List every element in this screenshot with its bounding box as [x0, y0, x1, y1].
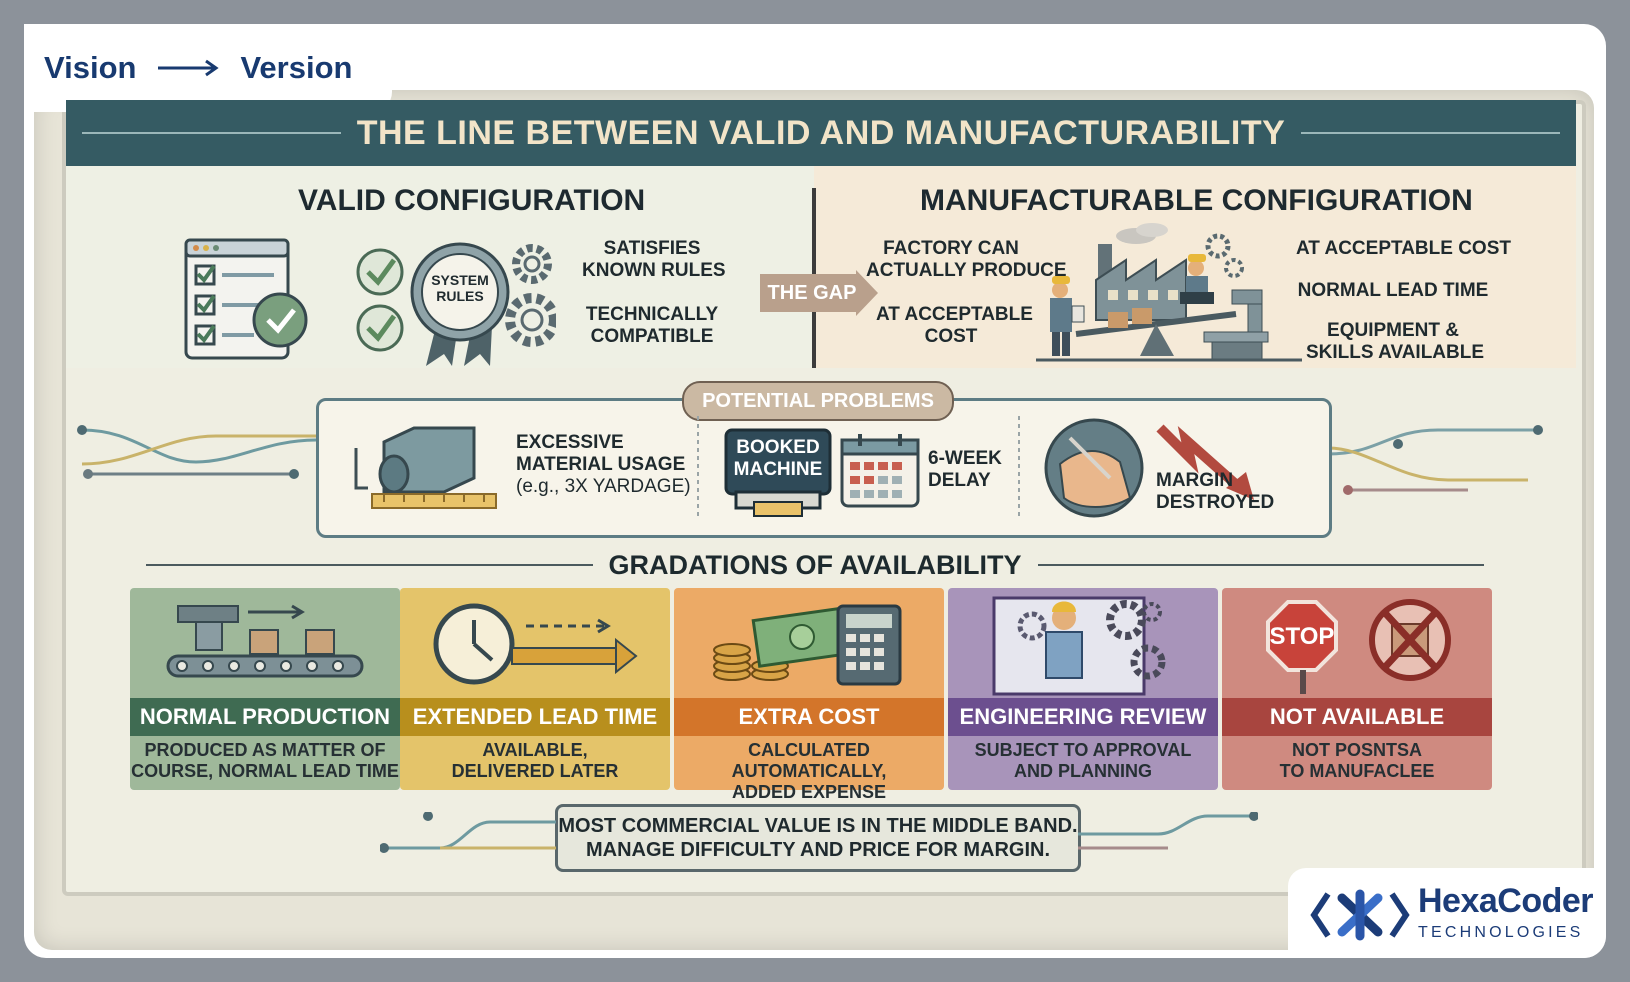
- booked-machine-sign: BOOKED MACHINE: [730, 437, 826, 481]
- company-logo: HexaCoder TECHNOLOGIES: [1288, 868, 1606, 958]
- gradation-desc-line-1: SUBJECT TO APPROVAL: [974, 740, 1192, 760]
- money-calculator-icon: [713, 604, 902, 686]
- valid-heading: VALID CONFIGURATION: [298, 184, 646, 217]
- valid-point-1-line-2: KNOWN RULES: [582, 260, 726, 281]
- problem-1-line-2: MATERIAL USAGE: [516, 454, 686, 475]
- tab-right-label: Version: [240, 50, 353, 85]
- booked-machine-icon: [724, 428, 832, 517]
- mfg-right-point-3-line-2: SKILLS AVAILABLE: [1306, 342, 1485, 363]
- gradation-card-title: NOT AVAILABLE: [1222, 698, 1492, 736]
- gradation-desc-line-1: PRODUCED AS MATTER OF: [144, 740, 386, 760]
- gradation-card-desc: AVAILABLE,DELIVERED LATER: [400, 740, 670, 782]
- gradation-desc-line-2: AND PLANNING: [1014, 761, 1152, 781]
- gradation-desc-line-1: AVAILABLE,: [482, 740, 588, 760]
- valid-point-2-line-1: TECHNICALLY: [585, 304, 719, 325]
- page-title: THE LINE BETWEEN VALID AND MANUFACTURABI…: [356, 113, 1286, 152]
- problem-margin: MARGIN DESTROYED: [1156, 470, 1274, 514]
- gradation-card: EXTRA COST CALCULATED AUTOMATICALLY,ADDED…: [674, 588, 944, 802]
- gradation-card: EXTENDED LEAD TIME AVAILABLE,DELIVERED LA…: [400, 588, 670, 790]
- mfg-right-point-1: AT ACCEPTABLE COST: [1296, 238, 1511, 259]
- engineer-blueprint-icon: [992, 596, 1166, 696]
- separator-1: [697, 416, 699, 516]
- gradation-card-title: ENGINEERING REVIEW: [948, 698, 1218, 736]
- gradation-desc-line-2: DELIVERED LATER: [451, 761, 619, 781]
- problem-3-line-2: DESTROYED: [1156, 492, 1275, 513]
- margin-destroyed-icon: [1044, 418, 1254, 518]
- gradation-desc-line-2: ADDED EXPENSE: [731, 782, 887, 802]
- stop-sign-icon: STOP: [1266, 599, 1451, 694]
- seal-line-1: SYSTEM: [431, 272, 489, 288]
- fabric-roll-icon: [354, 426, 497, 509]
- seal-label: SYSTEM RULES: [418, 272, 502, 304]
- logo-subtitle: TECHNOLOGIES: [1418, 924, 1584, 941]
- problem-1-line-3: (e.g., 3X YARDAGE): [516, 476, 691, 497]
- gap-label: THE GAP: [767, 281, 857, 304]
- mfg-left-point-1-line-1: FACTORY CAN: [883, 238, 1019, 259]
- gradation-card-desc: CALCULATED AUTOMATICALLY,ADDED EXPENSE: [674, 740, 944, 803]
- clock-arrow-icon: [433, 603, 638, 685]
- gradation-desc-line-2: TO MANUFACLEE: [1279, 761, 1435, 781]
- gradation-desc-line-1: NOT POSNTSA: [1291, 740, 1422, 760]
- gradations-title: GRADATIONS OF AVAILABILITY: [608, 549, 1022, 580]
- booked-machine-line-1: BOOKED: [736, 437, 820, 458]
- logo-name: HexaCoder: [1418, 882, 1594, 920]
- left-connector-lines: [77, 425, 316, 479]
- mfg-left-point-2: AT ACCEPTABLE COST: [876, 304, 1033, 348]
- note-line-2: MANAGE DIFFICULTY AND PRICE FOR MARGIN.: [585, 839, 1051, 861]
- valid-point-1-line-1: SATISFIES: [603, 238, 701, 259]
- title-bar: THE LINE BETWEEN VALID AND MANUFACTURABI…: [66, 100, 1576, 166]
- vision-version-tab: Vision Version: [24, 24, 392, 112]
- potential-problems-label: POTENTIAL PROBLEMS: [682, 381, 954, 421]
- gradation-desc-line-1: CALCULATED AUTOMATICALLY,: [731, 740, 887, 781]
- problem-3-line-1: MARGIN: [1156, 470, 1234, 491]
- valid-point-2: TECHNICALLY COMPATIBLE: [582, 304, 722, 348]
- manufacturable-heading: MANUFACTURABLE CONFIGURATION: [920, 184, 1473, 217]
- note-line-1: MOST COMMERCIAL VALUE IS IN THE MIDDLE B…: [558, 815, 1078, 837]
- gradations-title-row: GRADATIONS OF AVAILABILITY: [130, 547, 1500, 583]
- right-connector-lines: [1328, 425, 1543, 495]
- mfg-right-point-3: EQUIPMENT & SKILLS AVAILABLE: [1306, 320, 1485, 364]
- mfg-left-point-1-line-2: ACTUALLY PRODUCE: [866, 260, 1067, 281]
- stop-sign-text: STOP: [1270, 623, 1335, 650]
- problem-2-line-2: DELAY: [928, 470, 991, 491]
- mfg-left-point-2-line-2: COST: [924, 326, 978, 347]
- mfg-right-point-3-line-1: EQUIPMENT &: [1327, 320, 1459, 341]
- valid-point-1: SATISFIES KNOWN RULES: [582, 238, 726, 282]
- checklist-icon: [184, 238, 308, 360]
- seal-line-2: RULES: [436, 288, 484, 304]
- valid-point-2-line-2: COMPATIBLE: [590, 326, 714, 347]
- mfg-left-point-2-line-1: AT ACCEPTABLE: [876, 304, 1033, 325]
- problem-2-line-1: 6-WEEK: [928, 448, 1002, 469]
- gap-arrow: THE GAP: [760, 270, 878, 316]
- booked-machine-line-2: MACHINE: [733, 459, 823, 480]
- arrow-right-icon: [158, 59, 220, 77]
- factory-scene-icon: [1036, 223, 1302, 362]
- tab-left-label: Vision: [44, 50, 137, 85]
- hexacoder-logo-icon: [1310, 889, 1410, 941]
- conveyor-icon: [166, 604, 364, 678]
- problem-material-usage: EXCESSIVE MATERIAL USAGE (e.g., 3X YARDA…: [516, 432, 691, 498]
- note-right-lines: [1078, 812, 1258, 850]
- problem-delay: 6-WEEK DELAY: [928, 448, 1002, 492]
- system-rules-seal-icon: [356, 242, 556, 366]
- gradation-desc-line-2: COURSE, NORMAL LEAD TIME: [131, 761, 399, 781]
- calendar-icon: [840, 434, 920, 508]
- note-left-lines: [380, 812, 556, 853]
- gradation-card-title: EXTENDED LEAD TIME: [400, 698, 670, 736]
- mfg-right-point-2: NORMAL LEAD TIME: [1297, 280, 1489, 301]
- mfg-left-point-1: FACTORY CAN ACTUALLY PRODUCE: [866, 238, 1067, 282]
- separator-2: [1018, 416, 1020, 516]
- gradation-card-title: NORMAL PRODUCTION: [130, 698, 400, 736]
- gradation-card-title: EXTRA COST: [674, 698, 944, 736]
- commercial-value-note: MOST COMMERCIAL VALUE IS IN THE MIDDLE B…: [555, 804, 1081, 872]
- problem-1-line-1: EXCESSIVE: [516, 432, 624, 453]
